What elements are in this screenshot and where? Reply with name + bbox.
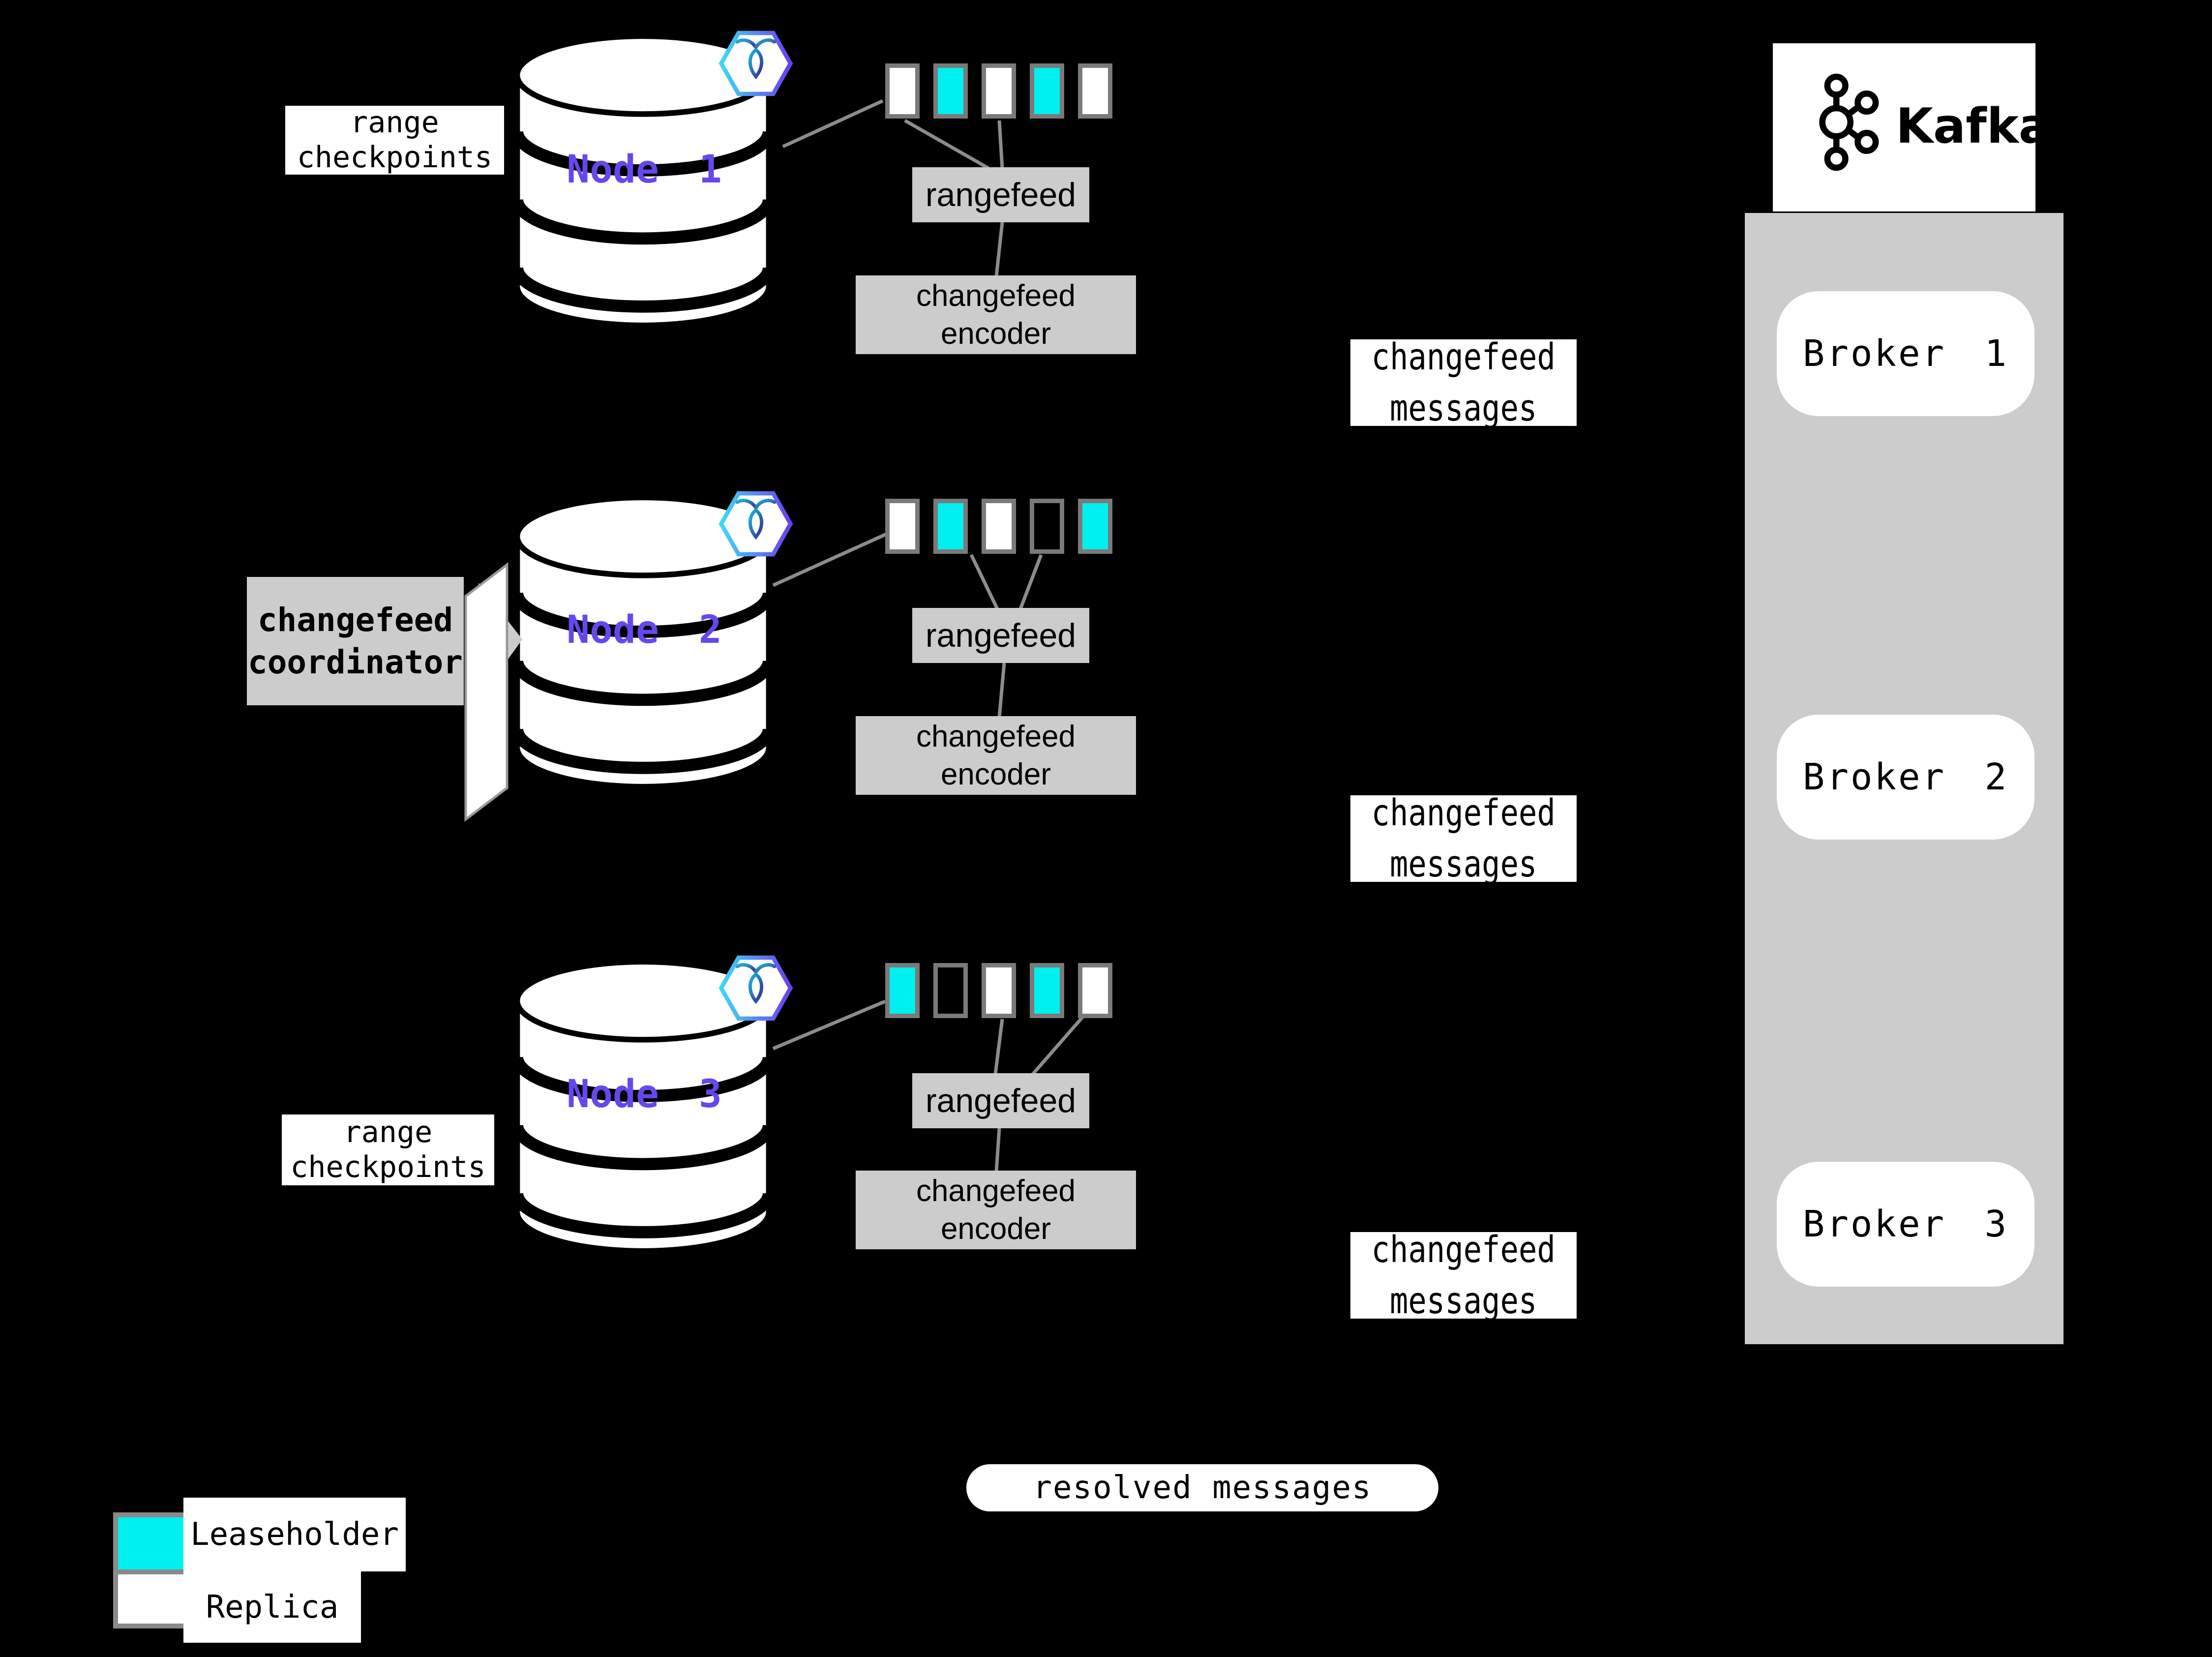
node3-database-cylinder-icon bbox=[511, 959, 775, 1254]
changefeed-messages-text: changefeed messages bbox=[1371, 1229, 1556, 1322]
node2-ranges-row bbox=[885, 499, 1126, 554]
cockroachdb-hexagon-icon bbox=[718, 955, 793, 1021]
changefeed-messages-text: changefeed messages bbox=[1371, 336, 1556, 429]
legend-swatch-leaseholder bbox=[113, 1512, 190, 1576]
range-leaseholder bbox=[933, 499, 968, 554]
changefeed-messages-text: changefeed messages bbox=[1371, 792, 1556, 885]
changefeed-encoder-box-node1: changefeed encoder bbox=[856, 275, 1136, 354]
broker-3: Broker 3 bbox=[1777, 1162, 2034, 1287]
range-checkpoints-label-node1: range checkpoints bbox=[285, 106, 504, 175]
range-leaseholder bbox=[1030, 63, 1064, 119]
changefeed-encoder-box-node2: changefeed encoder bbox=[856, 716, 1136, 795]
legend-label-leaseholder: Leaseholder bbox=[183, 1498, 406, 1571]
kafka-logo-icon bbox=[1819, 73, 1879, 171]
range-leaseholder bbox=[1030, 963, 1064, 1018]
rangefeed-box-node1: rangefeed bbox=[912, 167, 1089, 222]
range-replica bbox=[982, 963, 1016, 1018]
broker-2: Broker 2 bbox=[1777, 715, 2034, 840]
legend-swatch-replica bbox=[113, 1569, 190, 1628]
range-checkpoints-label-node3: range checkpoints bbox=[282, 1115, 494, 1185]
node3-ranges-row bbox=[885, 963, 1126, 1018]
node1-label: Node 1 bbox=[567, 148, 722, 192]
changefeed-coordinator-box: changefeed coordinator bbox=[247, 577, 464, 705]
node2-label: Node 2 bbox=[567, 608, 722, 652]
range-leaseholder bbox=[1078, 499, 1112, 554]
rangefeed-box-node2: rangefeed bbox=[912, 608, 1089, 663]
resolved-messages-pill: resolved messages bbox=[966, 1464, 1438, 1511]
kafka-title: Kafka bbox=[1896, 98, 2052, 154]
node1-ranges-row bbox=[885, 63, 1126, 119]
changefeed-messages-label-1: changefeed messages bbox=[1350, 336, 1577, 429]
changefeed-encoder-box-node3: changefeed encoder bbox=[856, 1171, 1136, 1249]
range-empty bbox=[1030, 499, 1064, 554]
range-replica bbox=[885, 63, 920, 119]
rangefeed-box-node3: rangefeed bbox=[912, 1073, 1089, 1128]
coordinator-flag-band bbox=[464, 562, 508, 822]
node3-label: Node 3 bbox=[567, 1072, 722, 1116]
broker-1: Broker 1 bbox=[1777, 291, 2034, 416]
range-replica bbox=[885, 499, 920, 554]
cockroachdb-hexagon-icon bbox=[718, 30, 793, 96]
range-replica bbox=[982, 499, 1016, 554]
changefeed-messages-label-3: changefeed messages bbox=[1350, 1229, 1577, 1322]
node1-database-cylinder-icon bbox=[511, 33, 775, 329]
range-replica bbox=[1078, 963, 1112, 1018]
range-empty bbox=[933, 963, 968, 1018]
cockroachdb-hexagon-icon bbox=[718, 491, 793, 557]
legend-label-replica: Replica bbox=[183, 1571, 361, 1643]
kafka-logo-box: Kafka bbox=[1773, 43, 2051, 211]
range-replica bbox=[982, 63, 1016, 119]
range-replica bbox=[1078, 63, 1112, 119]
node2-database-cylinder-icon bbox=[511, 494, 775, 790]
changefeed-messages-label-2: changefeed messages bbox=[1350, 792, 1577, 885]
range-leaseholder bbox=[933, 63, 968, 119]
range-leaseholder bbox=[885, 963, 920, 1018]
